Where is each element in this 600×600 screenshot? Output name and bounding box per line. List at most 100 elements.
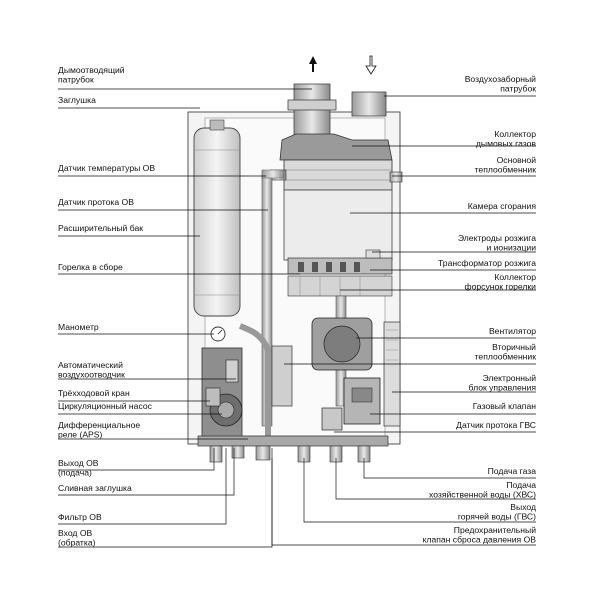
label-line: теплообменник	[475, 352, 537, 362]
leader-lines	[58, 88, 536, 548]
label-line: дымовых газов	[476, 139, 537, 149]
label-line: Циркуляционный насос	[58, 401, 153, 411]
combustion-chamber-shape	[283, 189, 393, 261]
main-heat-exchanger-shape	[269, 159, 403, 191]
label-burner-assembly: Горелка в сборе	[58, 262, 123, 272]
fan-shape	[311, 317, 373, 371]
label-ch-outlet: Выход ОВ(подача)	[58, 458, 99, 478]
cold-water-supply-leader	[335, 458, 536, 500]
label-line: Вход ОВ	[58, 528, 93, 538]
label-line: Трансформатор розжига	[438, 258, 536, 268]
label-line: Сливная заглушка	[58, 483, 132, 493]
label-ch-flow-sensor: Датчик протока ОВ	[58, 197, 134, 207]
label-line: теплообменник	[475, 165, 537, 175]
label-line: хозяйственной воды (ХВС)	[429, 490, 536, 500]
label-line: клапан сброса давления ОВ	[423, 535, 537, 545]
label-line: Заглушка	[58, 95, 96, 105]
arrow-up-icon	[309, 56, 317, 72]
label-line: Горелка в сборе	[58, 262, 123, 272]
ch-outlet-leader	[58, 448, 215, 471]
label-fan: Вентилятор	[489, 326, 536, 336]
label-ch-temp-sensor: Датчик температуры ОВ	[58, 163, 155, 173]
burner-assembly-shape	[287, 249, 393, 297]
label-gas-supply: Подача газа	[488, 466, 537, 476]
label-line: Коллектор	[494, 129, 536, 139]
label-line: (подача)	[58, 468, 92, 478]
label-line: Автоматический	[58, 360, 123, 370]
label-line: патрубок	[500, 84, 536, 94]
flue-outlet-ring	[287, 99, 337, 111]
label-line: патрубок	[58, 75, 94, 85]
drain-plug-leader	[58, 448, 235, 496]
arrow-down-icon	[365, 55, 377, 75]
label-line: Электроды розжига	[458, 233, 536, 243]
label-line: Датчик температуры ОВ	[58, 163, 155, 173]
label-line: Выход	[510, 502, 536, 512]
label-line: Манометр	[58, 322, 99, 332]
bottom-connections	[209, 445, 371, 463]
label-line: Датчик протока ГВС	[456, 420, 536, 430]
secondary-heat-exchanger-shape	[271, 345, 293, 407]
bottom-manifold	[197, 435, 389, 447]
top-pipes	[287, 55, 387, 145]
air-vent-shape	[225, 359, 239, 383]
label-dhw-flow-sensor: Датчик протока ГВС	[456, 420, 536, 430]
label-line: реле (APS)	[58, 430, 103, 440]
safety-valve-leader	[271, 458, 536, 546]
label-line: Предохранительный	[454, 525, 536, 535]
label-line: Подача газа	[488, 466, 537, 476]
label-combustion-chamber: Камера сгорания	[468, 201, 537, 211]
label-line: Воздухозаборный	[465, 74, 536, 84]
dhw-flow-sensor-shape	[321, 407, 343, 431]
ch-filter-leader	[58, 448, 227, 525]
control-unit-shape	[383, 321, 401, 427]
label-line: Дифференциальное	[58, 420, 140, 430]
label-line: воздухоотводчик	[58, 370, 125, 380]
gas-valve-shape	[343, 377, 381, 425]
label-line: Электронный	[482, 373, 536, 383]
label-line: Основной	[497, 155, 537, 165]
pump-group	[201, 347, 243, 439]
label-three-way-valve: Трёхходовой кран	[58, 388, 130, 398]
label-line: Трёхходовой кран	[58, 388, 130, 398]
label-line: Датчик протока ОВ	[58, 197, 134, 207]
label-line: Коллектор	[494, 272, 536, 282]
label-ignition-transformer: Трансформатор розжига	[438, 258, 536, 268]
label-line: Расширительный бак	[58, 223, 143, 233]
label-line: форсунок горелки	[465, 282, 537, 292]
label-ch-filter: Фильтр ОВ	[58, 512, 102, 522]
label-line: Вторичный	[492, 342, 536, 352]
label-line: и ионизации	[486, 243, 536, 253]
three-way-valve-shape	[205, 387, 221, 407]
label-line: Выход ОВ	[58, 458, 99, 468]
label-ch-inlet: Вход ОВ(обратка)	[58, 528, 96, 548]
label-line: горячей воды (ГВС)	[458, 512, 536, 522]
label-manometer: Манометр	[58, 322, 99, 332]
expansion-tank-shape	[193, 119, 241, 317]
label-line: (обратка)	[58, 538, 96, 548]
label-line: Дымоотводящий	[58, 65, 125, 75]
dhw-outlet-leader	[303, 458, 536, 523]
label-line: Вентилятор	[489, 326, 536, 336]
gas-supply-leader	[363, 458, 536, 479]
label-circulation-pump: Циркуляционный насос	[58, 401, 153, 411]
air-intake-pipe-shape	[351, 91, 387, 117]
label-line: Камера сгорания	[468, 201, 537, 211]
label-drain-plug: Сливная заглушка	[58, 483, 132, 493]
label-line: Фильтр ОВ	[58, 512, 102, 522]
